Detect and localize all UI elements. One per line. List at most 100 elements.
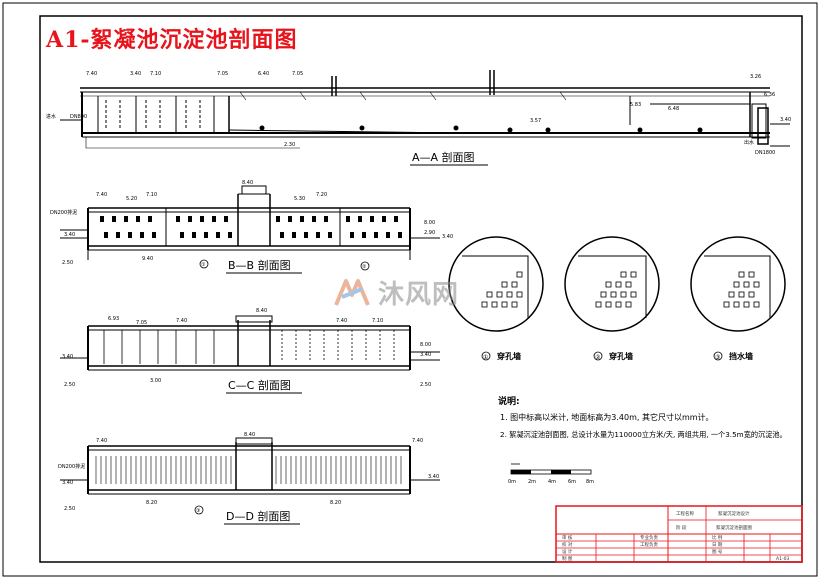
detail-opening [625,301,632,308]
bb-opening [362,232,366,238]
scale-bar [510,463,592,475]
bb-elev-740: 7.40 [96,192,107,198]
bb-opening [128,232,132,238]
cc-elev-250: 2.50 [64,382,75,388]
detail-opening [630,271,637,278]
bb-opening [386,232,390,238]
bb-opening [324,216,328,222]
detail-opening [610,291,617,298]
tb-col-e: 图 号 [712,549,723,555]
bb-openings [100,216,402,238]
cc-elev-300: 3.00 [150,378,161,384]
tb-col-a: 专业负责 [640,534,658,541]
aa-elev-326: 3.26 [750,74,761,80]
detail-opening [511,301,518,308]
inner-border [39,15,803,563]
detail-opening [600,291,607,298]
bb-opening [124,216,128,222]
bb-elev-800: 8.00 [424,220,435,226]
aa-labels: 7.40 3.40 7.10 7.05 6.40 7.05 3.26 6.36 … [46,71,791,156]
detail-opening [733,281,740,288]
cc-elev-693: 6.93 [108,316,119,322]
cc-elev-705: 7.05 [136,320,147,326]
scale-tick-1: 2m [528,479,536,485]
tb-draw: 制 图 [562,555,573,562]
bb-opening [140,232,144,238]
cc-elev-340r: 3.40 [420,352,431,358]
bb-opening [200,216,204,222]
detail-3 [690,236,786,332]
bb-opening [100,216,104,222]
detail-opening [753,281,760,288]
aa-elev-648: 6.48 [668,106,679,112]
aa-outlet: 出水 [744,139,754,146]
detail3-mark: ③ [715,354,720,361]
bb-opening [288,216,292,222]
detail-opening [496,291,503,298]
detail-opening [743,301,750,308]
bb-elev-710: 7.10 [146,192,157,198]
aa-elev-640: 6.40 [258,71,269,77]
bb-opening [316,232,320,238]
scale-ticks: 0m 2m 4m 6m 8m [508,479,594,485]
bb-opening [216,232,220,238]
section-cc [60,315,440,371]
detail-opening [491,301,498,308]
aa-elev-710: 7.10 [150,71,161,77]
bb-mark2-circle [360,261,370,271]
detail-captions: ① 穿孔墙 ② 穿孔墙 ③ 挡水墙 [481,351,753,361]
detail-opening [723,301,730,308]
detail-opening [605,301,612,308]
dd-elev-740: 7.40 [96,438,107,444]
bb-opening [358,216,362,222]
cc-elev-740: 7.40 [176,318,187,324]
detail-opening [743,281,750,288]
bb-mark2: ② [362,264,367,270]
watermark-logo-icon [334,279,370,306]
aa-elev-583: 5.83 [630,102,641,108]
aa-elev-230: 2.30 [284,142,295,148]
bb-opening [374,232,378,238]
bb-opening [204,232,208,238]
detail-opening [620,271,627,278]
bb-opening [328,232,332,238]
detail-opening [753,301,760,308]
detail-opening [516,291,523,298]
bb-opening [104,232,108,238]
bb-elev-250: 2.50 [62,260,73,266]
bb-elev-530: 5.30 [294,196,305,202]
notes-line2: 2. 絮凝沉淀池剖面图, 总设计水量为110000立方米/天, 两组共用, 一个… [500,430,787,439]
bb-opening [280,232,284,238]
bb-opening [304,232,308,238]
bb-opening [300,216,304,222]
detail-opening [728,291,735,298]
detail-views [448,236,786,332]
cc-elev-840: 8.40 [256,308,267,314]
tb-col-d: 日 期 [712,542,723,548]
detail-opening [738,271,745,278]
dd-elev-820r: 8.20 [330,500,341,506]
notes-line1: 1. 图中标高以米计, 地面标高为3.40m, 其它尺寸以mm计。 [500,412,714,422]
aa-pipe-in: DN800 [70,114,87,120]
detail-opening [516,271,523,278]
dd-elev-340r: 3.40 [428,474,439,480]
detail-opening [615,281,622,288]
detail-opening [630,291,637,298]
detail1-name: 穿孔墙 [497,351,521,361]
bb-elev-940: 9.40 [142,256,153,262]
scale-tick-0: 0m [508,479,516,485]
tb-check: 校 对 [562,541,573,548]
tb-col-f: 阶 段 [676,524,687,531]
detail-opening [748,271,755,278]
bb-elev-720: 7.20 [316,192,327,198]
section-dd [60,437,440,495]
tb-drawing-no: A1-03 [776,556,789,562]
dd-labels: 7.40 8.40 7.40 3.40 3.40 2.50 8.20 8.20 … [58,432,439,512]
cc-elev-740b: 7.40 [336,318,347,324]
dd-mark3: ③ [196,508,200,514]
aa-elev-740: 7.40 [86,71,97,77]
detail-opening [625,281,632,288]
bb-opening [370,216,374,222]
dd-elev-340: 3.40 [62,480,73,486]
dd-section-title: D—D 剖面图 [226,509,290,523]
